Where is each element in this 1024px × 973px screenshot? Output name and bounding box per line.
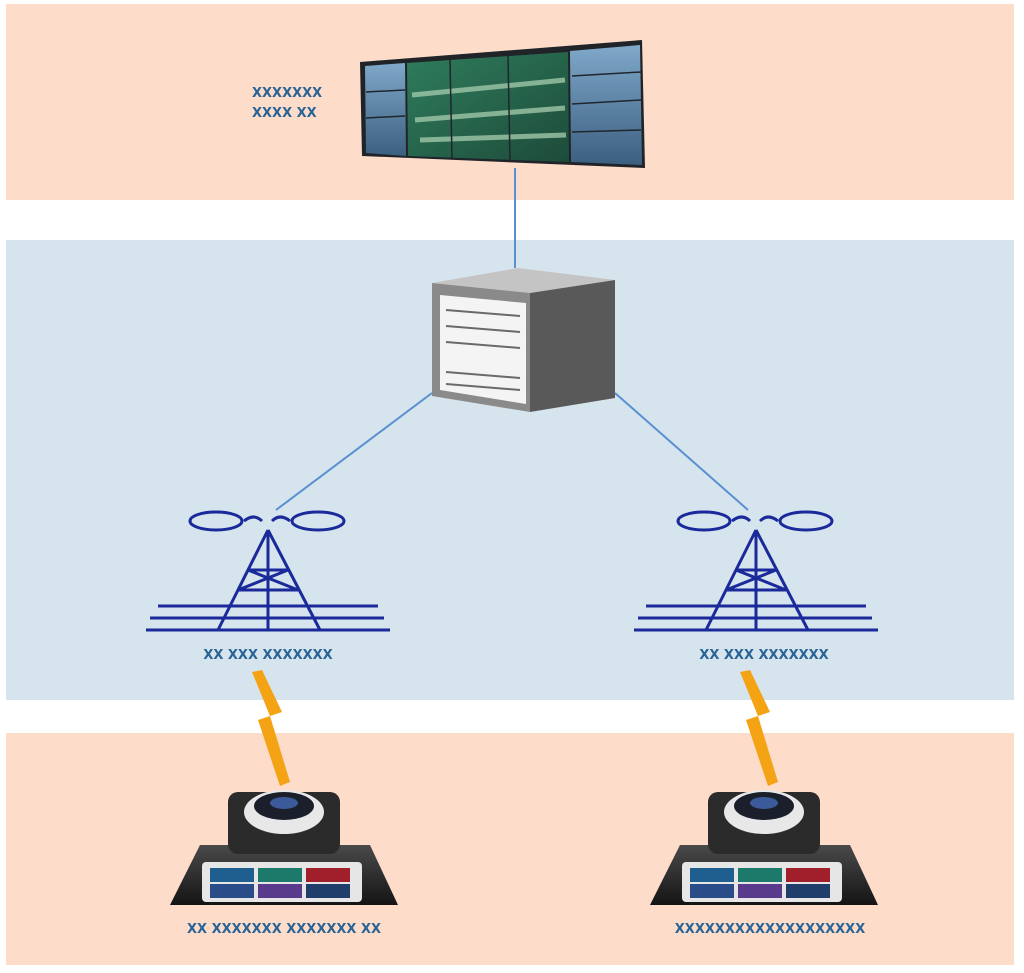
ptz-camera-left xyxy=(170,790,398,905)
camera-left-label: XX XXXXXXX XXXXXXX XX xyxy=(187,922,381,937)
video-wall-display xyxy=(360,40,645,168)
base-station-left-label: XX XXX XXXXXXX xyxy=(203,648,333,663)
base-station-right xyxy=(634,510,878,632)
network-switch xyxy=(432,268,615,412)
ptz-camera-right xyxy=(650,790,878,905)
camera-right-label: XXXXXXXXXXXXXXXXXXX xyxy=(674,922,866,937)
switch-to-station-left-link xyxy=(275,392,433,511)
base-station-right-label: XX XXX XXXXXXX xyxy=(699,648,829,663)
wireless-link-right-icon xyxy=(740,670,778,786)
base-station-left xyxy=(146,510,390,632)
switch-to-station-right-link xyxy=(614,392,749,511)
wireless-link-left-icon xyxy=(252,670,290,786)
display-label-line1: XXXXXXX xyxy=(252,86,323,101)
display-label-line2: XXXX XX xyxy=(252,106,317,121)
links xyxy=(275,168,749,511)
